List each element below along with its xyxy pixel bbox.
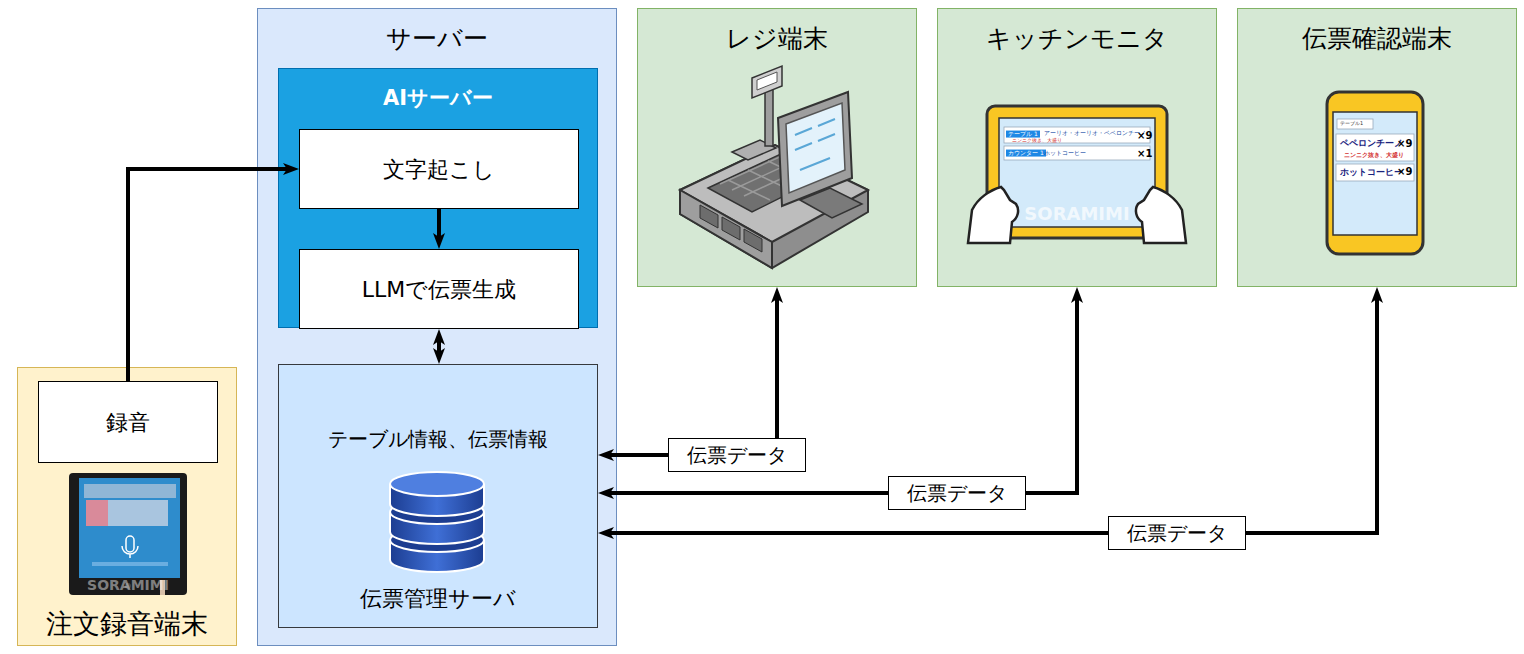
slip-phone-illustration-part — [1336, 164, 1414, 181]
process-box: 録音 — [38, 381, 218, 463]
server-group: サーバーAIサーバー文字起こしLLMで伝票生成テーブル情報、伝票情報伝票管理サー… — [257, 8, 617, 646]
flow-arrow — [437, 209, 441, 241]
screen-quantity: ×9 — [1397, 138, 1412, 150]
cash-register-illustration-part — [708, 152, 828, 212]
recorder-photo-part — [108, 500, 168, 526]
kitchen-tablet-illustration-part — [987, 106, 1167, 238]
flow-arrow — [437, 337, 441, 356]
cash-register-illustration-part — [786, 103, 845, 193]
cash-register-illustration-part — [800, 188, 862, 218]
node-label: キッチンモニタ — [938, 24, 1216, 54]
cash-register-illustration-part — [680, 145, 868, 242]
slip-phone-illustration-part — [1327, 92, 1423, 254]
flow-arrow — [128, 169, 291, 381]
database-icon-part — [390, 540, 484, 572]
cash-register-illustration-part — [732, 140, 776, 160]
database-icon-part — [390, 512, 484, 544]
edge-label: 伝票データ — [888, 476, 1026, 510]
watermark: SORAMIMI — [87, 577, 169, 593]
recorder-photo-part — [69, 473, 187, 595]
database-server-box: テーブル情報、伝票情報伝票管理サーバ — [278, 364, 598, 628]
cash-register-illustration-part — [722, 217, 740, 240]
recorder-photo-part — [86, 500, 108, 526]
terminal-box: レジ端末 — [637, 8, 917, 287]
cash-register-illustration-part — [752, 66, 782, 98]
cash-register-illustration-part — [795, 119, 835, 170]
device-box: 注文録音端末録音 — [17, 367, 237, 646]
node-caption: 伝票管理サーバ — [279, 586, 597, 612]
process-box: LLMで伝票生成 — [299, 249, 579, 329]
recorder-photo-part — [79, 478, 180, 578]
recorder-photo-part — [84, 484, 176, 498]
database-icon-part — [390, 484, 484, 516]
flow-arrow — [606, 295, 1377, 533]
watermark: SORAMIMI — [1024, 204, 1129, 225]
screen-item: ホットコーヒー — [1340, 167, 1403, 177]
terminal-box: キッチンモニタ — [937, 8, 1217, 287]
node-label: 注文録音端末 — [18, 608, 236, 640]
process-box: 文字起こし — [299, 129, 579, 209]
kitchen-tablet-illustration-part — [968, 187, 1018, 243]
kitchen-tablet-illustration-part — [1136, 187, 1186, 243]
screen-item: ペペロンチーノ — [1340, 138, 1403, 148]
cash-register-illustration — [680, 66, 868, 268]
node-label: 伝票確認端末 — [1238, 24, 1516, 54]
recorder-photo-part — [122, 536, 138, 558]
database-icon-part — [390, 528, 484, 552]
screen-badge: カウンター 1 — [1006, 150, 1046, 157]
ai-server-group: AIサーバー文字起こし LLMで伝票生成 — [278, 68, 598, 328]
kitchen-tablet-illustration — [968, 106, 1186, 243]
screen-note: ニンニク抜き、大盛り — [1344, 152, 1404, 159]
node-label: サーバー — [258, 24, 616, 54]
kitchen-tablet-illustration-part — [999, 118, 1155, 227]
flow-arrow — [606, 295, 1077, 493]
node-label: LLMで伝票生成 — [300, 277, 578, 303]
node-label: AIサーバー — [279, 86, 597, 111]
node-label: 録音 — [39, 410, 217, 436]
cash-register-illustration-part — [680, 145, 868, 268]
node-caption: テーブル情報、伝票情報 — [279, 427, 597, 451]
edge-label: 伝票データ — [1108, 516, 1246, 550]
slip-phone-illustration — [1327, 92, 1423, 254]
recorder-photo — [69, 473, 187, 595]
screen-item: アーリオ・オーリオ・ペペロンチーノ — [1044, 130, 1146, 137]
database-icon-part — [390, 472, 484, 496]
cash-register-illustration-part — [778, 92, 852, 206]
cash-register-illustration-part — [700, 205, 718, 228]
slip-phone-illustration-part — [1337, 119, 1373, 129]
screen-badge: テーブル 1 — [1006, 131, 1040, 138]
cash-register-illustration-part — [720, 150, 817, 200]
kitchen-tablet-illustration-part — [1004, 127, 1150, 143]
screen-select: テーブル1 — [1340, 121, 1363, 127]
database-icon-part — [390, 500, 484, 524]
node-label: レジ端末 — [638, 24, 916, 54]
edge-label: 伝票データ — [668, 438, 806, 472]
slip-phone-illustration-part — [1333, 112, 1417, 235]
screen-quantity: ×1 — [1137, 148, 1152, 160]
cash-register-illustration-part — [680, 190, 772, 268]
recorder-photo-part — [92, 562, 168, 566]
kitchen-tablet-illustration-part — [1004, 146, 1150, 160]
slip-phone-illustration-part — [1336, 134, 1414, 161]
flow-arrow — [606, 295, 777, 455]
screen-note: ニンニク抜き、大盛り — [1012, 138, 1062, 144]
screen-quantity: ×9 — [1137, 130, 1152, 142]
cash-register-illustration-part — [765, 88, 773, 146]
screen-item: ホットコーヒー — [1044, 150, 1086, 157]
database-icon — [390, 472, 484, 572]
cash-register-illustration-part — [757, 72, 777, 90]
cash-register-illustration-part — [744, 229, 762, 252]
screen-quantity: ×9 — [1397, 166, 1412, 178]
node-label: 文字起こし — [300, 157, 578, 183]
